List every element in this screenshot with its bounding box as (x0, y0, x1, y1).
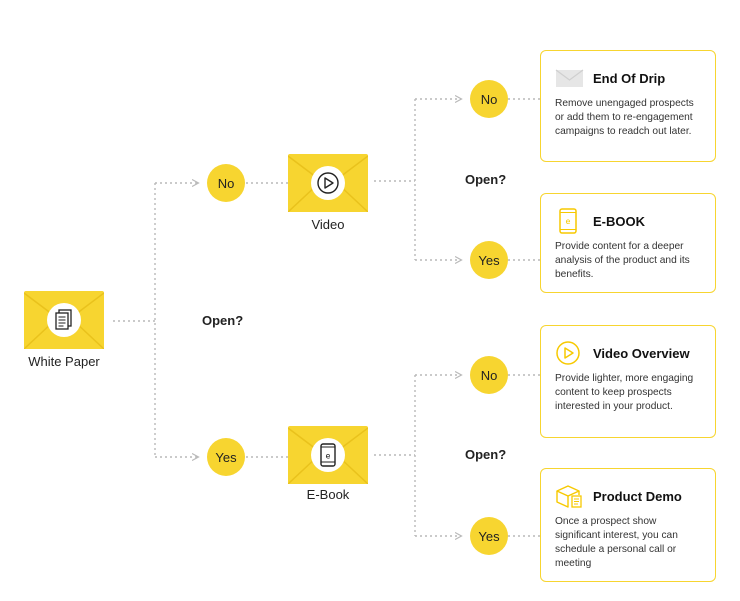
card-title: E-BOOK (593, 213, 645, 229)
decision-ebook-yes: Yes (470, 517, 508, 555)
white-paper-label: White Paper (28, 354, 100, 369)
card-description: Remove unengaged prospects or add them t… (555, 98, 694, 137)
card-title: Video Overview (593, 345, 690, 361)
decision-video-no: No (470, 80, 508, 118)
package-icon (556, 485, 582, 508)
card-description: Provide lighter, more engaging content t… (555, 373, 694, 412)
card-title: Product Demo (593, 488, 682, 504)
video-label: Video (311, 217, 345, 232)
decision-label-video: Open? (465, 172, 507, 187)
decision-label-ebook: Open? (465, 447, 507, 462)
decision-label-root: Open? (202, 313, 244, 328)
video-envelope (288, 154, 368, 212)
card-title: End Of Drip (593, 70, 666, 86)
decision-ebook-no: No (470, 356, 508, 394)
card-product-demo: Product Demo Once a prospect show signif… (540, 468, 716, 582)
ebook-icon: e (320, 443, 336, 467)
card-ebook: e E-BOOK Provide content for a deeper an… (540, 193, 716, 293)
white-paper-envelope (24, 291, 104, 349)
decision-root-no: No (207, 164, 245, 202)
decision-root-yes: Yes (207, 438, 245, 476)
ebook-label: E-Book (306, 487, 350, 502)
ebook-icon: e (559, 208, 577, 234)
card-description: Provide content for a deeper analysis of… (555, 241, 690, 280)
ebook-envelope: e (288, 426, 368, 484)
svg-text:e: e (326, 452, 331, 461)
card-description: Once a prospect show significant interes… (555, 516, 678, 569)
card-end-of-drip: End Of Drip Remove unengaged prospects o… (540, 50, 716, 162)
decision-video-yes: Yes (470, 241, 508, 279)
play-icon (556, 341, 580, 365)
document-icon (55, 309, 72, 330)
svg-text:e: e (566, 217, 571, 226)
card-video-overview: Video Overview Provide lighter, more eng… (540, 325, 716, 438)
play-icon (317, 172, 339, 194)
mail-icon (555, 69, 584, 87)
